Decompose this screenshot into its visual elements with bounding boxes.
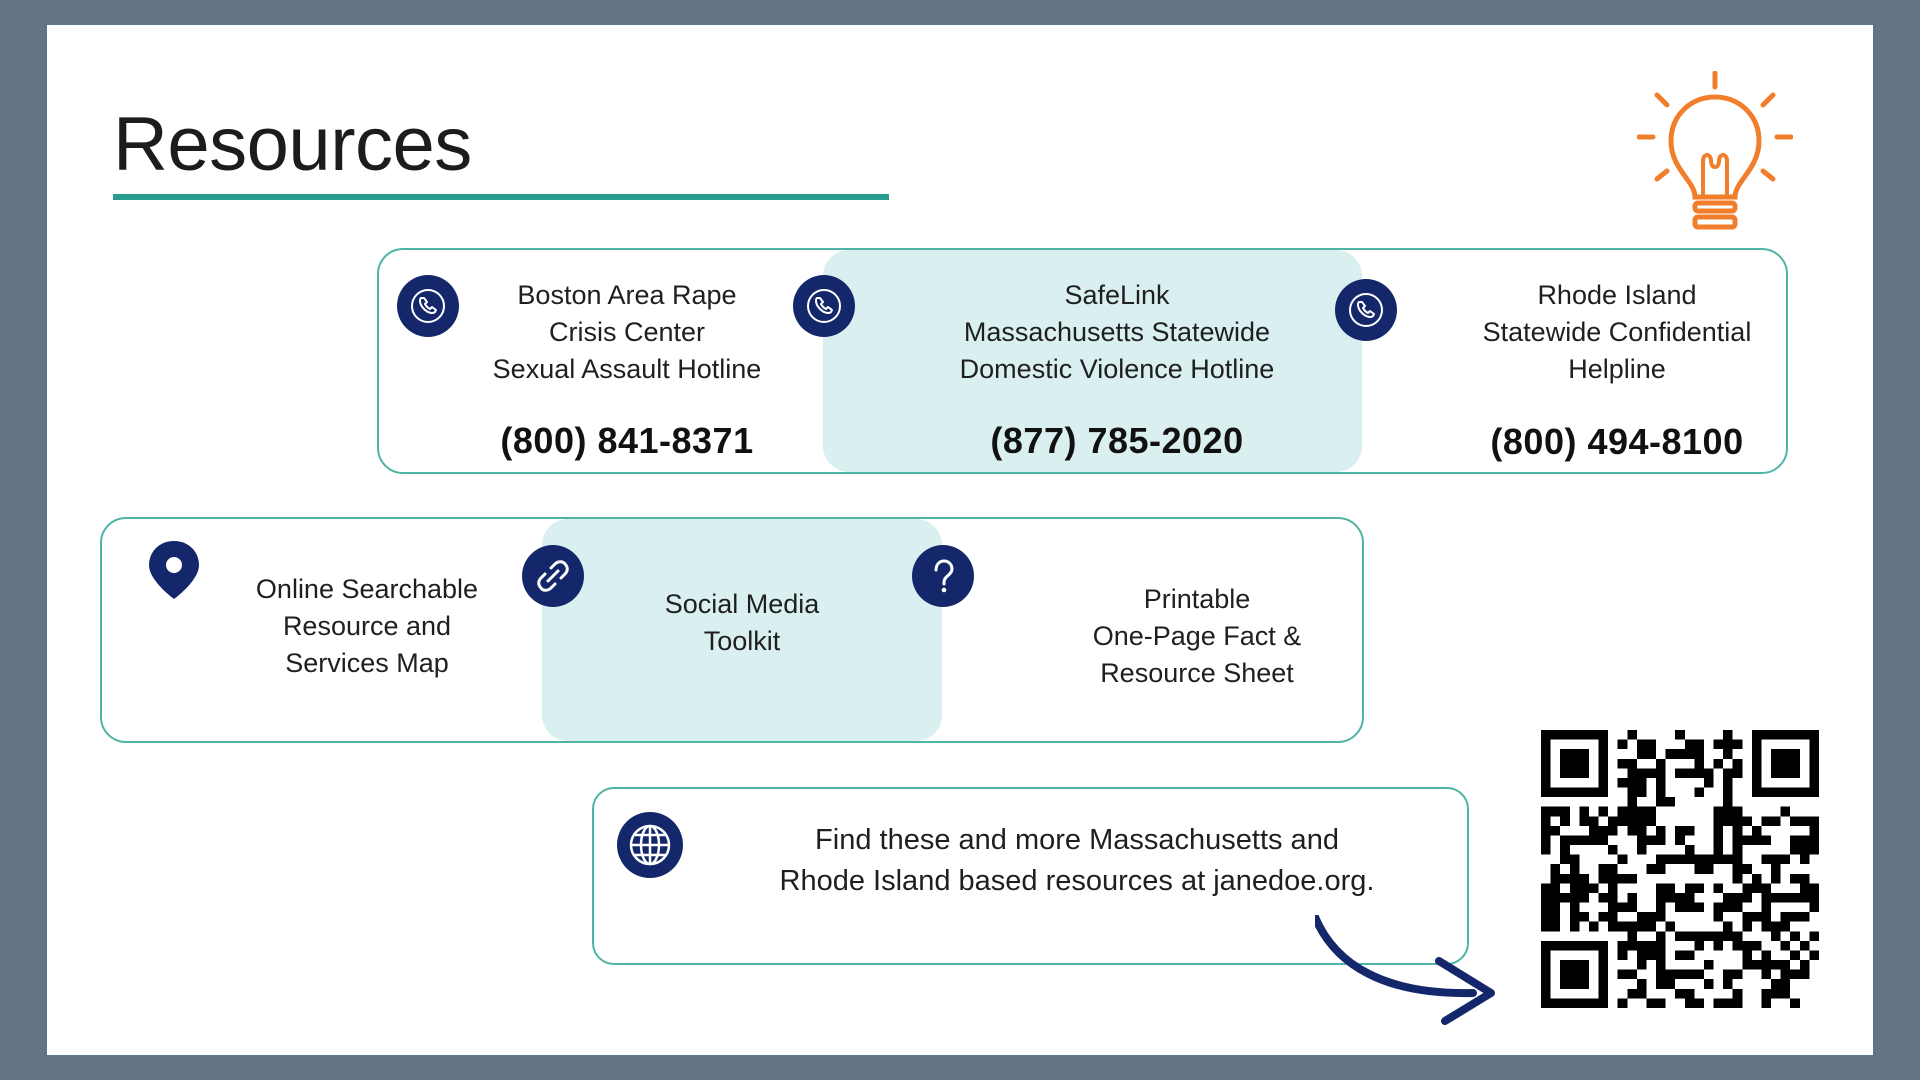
hotline-highlight (823, 250, 1362, 472)
tool-label-line: Resource and (282, 611, 452, 641)
globe-icon (617, 812, 683, 878)
hotline-name-line: Sexual Assault Hotline (492, 354, 762, 384)
tool-label-line: Services Map (285, 648, 449, 678)
footer-message: Find these and more Massachusetts and Rh… (707, 820, 1447, 902)
tools-highlight (542, 519, 942, 741)
hotline-name-line: Boston Area Rape (517, 280, 737, 310)
tool-label-line: Printable (1143, 584, 1251, 614)
map-pin-icon (143, 539, 205, 601)
hotline-name-line: Crisis Center (548, 317, 706, 347)
tool-label-line: Resource Sheet (1100, 658, 1294, 688)
hotline-name-line: Helpline (1568, 354, 1666, 384)
tool-label-line: Social Media (664, 589, 820, 619)
slide: Resources Boston Area Rape Crisis Center… (47, 25, 1873, 1055)
tool-label-line: Online Searchable (255, 574, 479, 604)
phone-icon (397, 275, 459, 337)
slide-title: Resources (113, 102, 472, 187)
hotline-phone-number[interactable]: (877) 785-2020 (990, 420, 1244, 461)
hotline-phone-number[interactable]: (800) 841-8371 (500, 420, 754, 461)
hotline-name-line: Domestic Violence Hotline (959, 354, 1275, 384)
qr-code[interactable] (1541, 730, 1819, 1008)
question-icon (912, 545, 974, 607)
phone-icon (793, 275, 855, 337)
arrow-icon (1315, 915, 1495, 1025)
hotline-name-line: Massachusetts Statewide (963, 317, 1271, 347)
tool-label-line: One-Page Fact & (1092, 621, 1302, 651)
hotline-phone-number[interactable]: (800) 494-8100 (1490, 421, 1744, 462)
lightbulb-icon (1637, 71, 1793, 230)
link-icon (522, 545, 584, 607)
tool-label-line: Toolkit (703, 626, 781, 656)
footer-line: Find these and more Massachusetts and (815, 824, 1339, 856)
hotline-name-line: Statewide Confidential (1482, 317, 1752, 347)
phone-icon (1335, 279, 1397, 341)
hotline-name-line: SafeLink (1064, 280, 1170, 310)
title-underline (113, 194, 889, 200)
hotline-name-line: Rhode Island (1537, 280, 1697, 310)
footer-line: Rhode Island based resources at janedoe.… (779, 865, 1375, 897)
